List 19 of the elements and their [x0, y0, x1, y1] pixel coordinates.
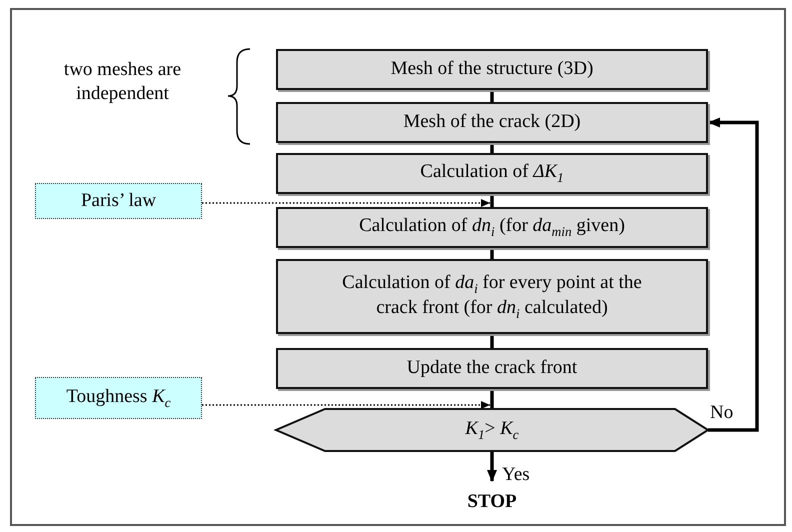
input-note: Toughness K$_{c}$	[35, 377, 202, 419]
connector-line	[490, 194, 494, 207]
leader-arrow	[202, 401, 490, 409]
process-box: Update the crack front	[276, 348, 708, 389]
arrow	[487, 451, 497, 482]
process-box: Mesh of the structure (3D)	[276, 49, 708, 90]
process-box: Mesh of the crack (2D)	[276, 102, 708, 143]
connector-line	[490, 334, 494, 348]
connector-line	[490, 143, 494, 153]
condition-text: K$_{1}$> K$_{c}$	[465, 418, 519, 442]
process-box: Calculation of dn$_{i}$ (for da$_{min}$ given)	[276, 207, 708, 248]
process-box: Calculation of da$_{i}$ for every point at the crack front (for dn$_{i}$ calculated)	[276, 259, 708, 334]
connector-line	[490, 389, 494, 409]
arrow	[708, 118, 759, 432]
input-note: Paris’ law	[35, 183, 202, 219]
annotation-text: two meshes are independent	[62, 58, 182, 106]
connector-line	[490, 90, 494, 102]
process-box: Calculation of ΔK$_{1}$	[276, 153, 708, 194]
connector-line	[490, 248, 494, 259]
